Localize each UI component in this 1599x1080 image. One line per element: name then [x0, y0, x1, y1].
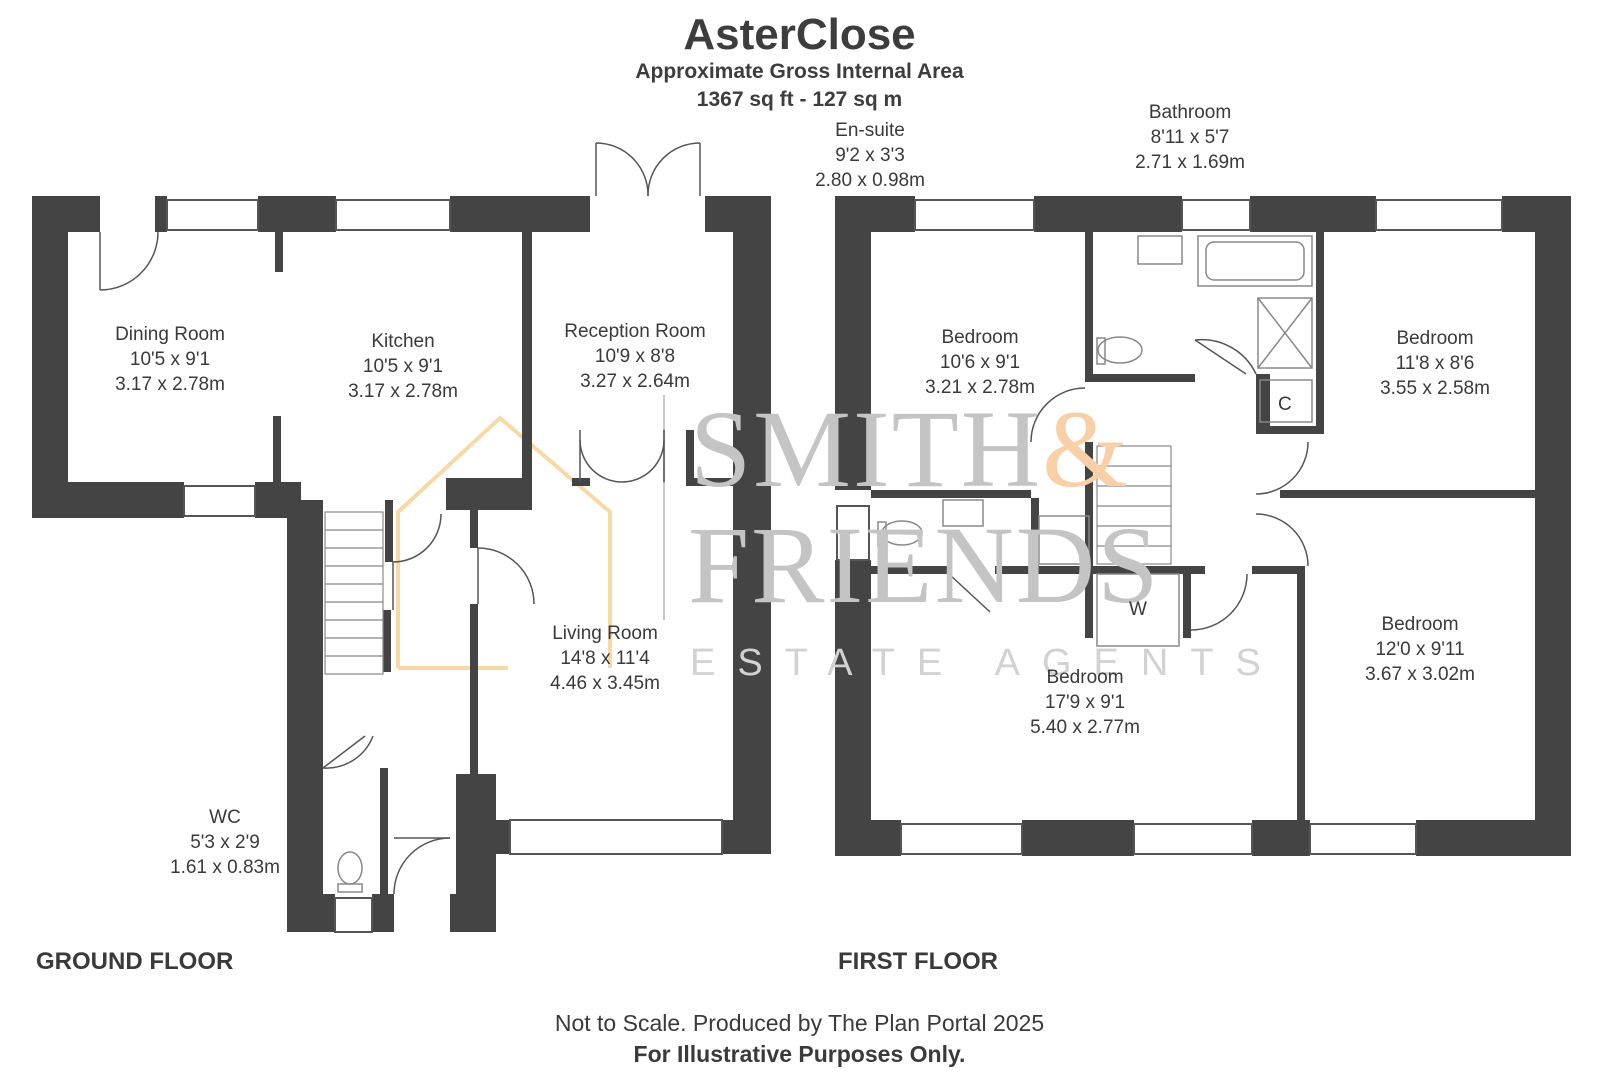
- ground-floor-stairs: [324, 511, 384, 675]
- room-name: Reception Room: [564, 321, 706, 342]
- first-floor-stairs: [1096, 445, 1172, 565]
- room-bedroom-4: Bedroom 12'0 x 9'11 3.67 x 3.02m: [1345, 612, 1495, 687]
- room-reception: Reception Room 10'9 x 8'8 3.27 x 2.64m: [545, 319, 725, 394]
- room-bathroom: Bathroom 8'11 x 5'7 2.71 x 1.69m: [1125, 100, 1255, 175]
- area-value: 1367 sq ft - 127 sq m: [696, 88, 903, 111]
- room-metric: 3.21 x 2.78m: [925, 377, 1035, 398]
- room-name: Bedroom: [1381, 614, 1459, 635]
- room-name: Living Room: [552, 623, 658, 644]
- room-metric: 3.27 x 2.64m: [580, 371, 690, 392]
- room-metric: 1.61 x 0.83m: [170, 857, 280, 878]
- ground-floor-walls: [32, 196, 771, 932]
- room-kitchen: Kitchen 10'5 x 9'1 3.17 x 2.78m: [328, 329, 478, 404]
- wc-toilet-fixture: [337, 851, 363, 893]
- room-name: WC: [209, 807, 241, 828]
- room-metric: 4.46 x 3.45m: [550, 673, 660, 694]
- room-name: Bedroom: [1396, 328, 1474, 349]
- watermark-ampersand: &: [1042, 388, 1130, 510]
- first-floor-label: FIRST FLOOR: [838, 948, 998, 975]
- room-imperial: 9'2 x 3'3: [835, 145, 905, 166]
- first-floor-windows: [836, 199, 1503, 855]
- room-imperial: 17'9 x 9'1: [1044, 692, 1126, 713]
- room-living: Living Room 14'8 x 11'4 4.46 x 3.45m: [530, 621, 680, 696]
- room-name: Kitchen: [371, 331, 435, 352]
- room-imperial: 11'8 x 8'6: [1395, 353, 1475, 374]
- wardrobe-label: W: [1129, 599, 1147, 620]
- room-imperial: 5'3 x 2'9: [190, 832, 260, 853]
- page-title: AsterClose: [683, 10, 916, 59]
- ground-floor-windows: [166, 199, 723, 933]
- room-metric: 3.17 x 2.78m: [348, 381, 458, 402]
- cupboard-label: C: [1278, 394, 1292, 415]
- first-floor-doors: [948, 338, 1309, 631]
- room-name: Dining Room: [115, 324, 225, 345]
- room-imperial: 10'5 x 9'1: [129, 349, 211, 370]
- room-name: En-suite: [835, 120, 905, 141]
- room-metric: 2.80 x 0.98m: [815, 170, 925, 191]
- room-bedroom-3: Bedroom 17'9 x 9'1 5.40 x 2.77m: [1010, 665, 1160, 740]
- room-imperial: 10'5 x 9'1: [362, 356, 444, 377]
- watermark-line3: ESTATE AGENTS: [690, 642, 1283, 684]
- room-imperial: 14'8 x 11'4: [560, 648, 650, 669]
- footer-disclaimer: Not to Scale. Produced by The Plan Porta…: [554, 1010, 1045, 1036]
- bathroom-fixtures: [877, 235, 1313, 647]
- footer-illustrative: For Illustrative Purposes Only.: [0, 1041, 1599, 1068]
- room-metric: 3.17 x 2.78m: [115, 374, 225, 395]
- room-imperial: 12'0 x 9'11: [1375, 639, 1465, 660]
- room-imperial: 8'11 x 5'7: [1150, 127, 1230, 148]
- room-metric: 3.67 x 3.02m: [1365, 664, 1475, 685]
- room-imperial: 10'9 x 8'8: [594, 346, 676, 367]
- watermark-house-logo: [396, 415, 612, 670]
- room-metric: 2.71 x 1.69m: [1135, 152, 1245, 173]
- room-imperial: 10'6 x 9'1: [939, 352, 1021, 373]
- watermark-line2: FRIENDS: [688, 504, 1161, 626]
- room-name: Bedroom: [941, 327, 1019, 348]
- room-metric: 3.55 x 2.58m: [1380, 378, 1490, 399]
- area-label: Approximate Gross Internal Area: [635, 60, 964, 83]
- footer-illustrative-text: For Illustrative Purposes Only.: [633, 1041, 966, 1067]
- ground-floor-doors: [99, 142, 701, 895]
- room-metric: 5.40 x 2.77m: [1030, 717, 1140, 738]
- ground-floor-label: GROUND FLOOR: [36, 948, 234, 975]
- room-name: Bathroom: [1148, 102, 1232, 123]
- room-bedroom-1: Bedroom 10'6 x 9'1 3.21 x 2.78m: [905, 325, 1055, 400]
- room-bedroom-2: Bedroom 11'8 x 8'6 3.55 x 2.58m: [1360, 326, 1510, 401]
- room-dining: Dining Room 10'5 x 9'1 3.17 x 2.78m: [95, 322, 245, 397]
- room-wc: WC 5'3 x 2'9 1.61 x 0.83m: [160, 805, 290, 880]
- room-ensuite: En-suite 9'2 x 3'3 2.80 x 0.98m: [805, 118, 935, 193]
- room-name: Bedroom: [1046, 667, 1124, 688]
- watermark-smith-text: SMITH: [690, 388, 1043, 510]
- watermark-line1: SMITH&: [690, 386, 1130, 513]
- first-floor-walls: [835, 196, 1571, 856]
